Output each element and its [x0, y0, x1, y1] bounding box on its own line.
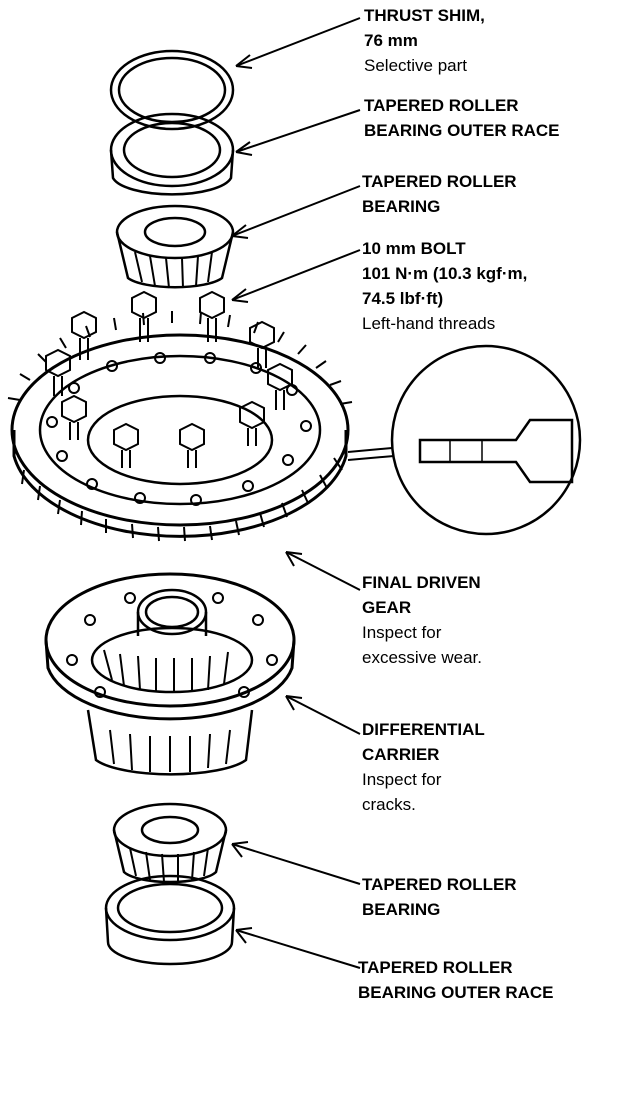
arrow-final-gear	[285, 551, 303, 567]
bearing-top-drawing	[115, 204, 235, 289]
leader-outer-race-bottom	[235, 929, 361, 969]
bolts-drawing	[45, 290, 293, 468]
outer-race-top-drawing	[109, 112, 235, 196]
leader-carrier	[285, 695, 361, 735]
callout-line: CARRIER	[362, 745, 440, 764]
callout-thrust-shim: THRUST SHIM, 76 mm Selective part	[364, 3, 485, 78]
callout-line: TAPERED ROLLER	[362, 172, 517, 191]
callout-line: BEARING	[362, 197, 441, 216]
callout-line: BEARING OUTER RACE	[358, 983, 554, 1002]
arrow-bearing-top	[231, 224, 249, 239]
leader-lines	[231, 17, 361, 969]
callout-line: BEARING	[362, 900, 441, 919]
callout-line: cracks.	[362, 795, 416, 814]
leader-bolt	[231, 249, 361, 301]
callout-line: 74.5 lbf·ft)	[362, 289, 444, 308]
callout-final-gear: FINAL DRIVEN GEAR Inspect for excessive …	[362, 570, 482, 670]
leader-thrust-shim	[235, 17, 361, 67]
callout-line: TAPERED ROLLER	[364, 96, 519, 115]
callout-line: Selective part	[364, 56, 467, 75]
callout-line: DIFFERENTIAL	[362, 720, 485, 739]
bearing-bottom-drawing	[112, 802, 228, 884]
callout-line: TAPERED ROLLER	[358, 958, 513, 977]
leader-bearing-bottom	[231, 843, 361, 885]
callout-line: 10 mm BOLT	[362, 239, 466, 258]
final-driven-gear-drawing	[7, 311, 353, 542]
callout-carrier: DIFFERENTIAL CARRIER Inspect for cracks.	[362, 717, 485, 817]
leader-outer-race-top	[235, 109, 361, 153]
callout-line: Left-hand threads	[362, 314, 496, 333]
callout-line: Inspect for	[362, 623, 442, 642]
callout-outer-race-bottom: TAPERED ROLLER BEARING OUTER RACE	[358, 955, 554, 1005]
callout-line: THRUST SHIM,	[364, 6, 485, 25]
arrow-outer-race-top	[235, 141, 253, 156]
callout-line: TAPERED ROLLER	[362, 875, 517, 894]
outer-race-bottom-drawing	[104, 874, 236, 966]
callout-outer-race-top: TAPERED ROLLER BEARING OUTER RACE	[364, 93, 560, 143]
callout-line: BEARING OUTER RACE	[364, 121, 560, 140]
arrow-thrust-shim	[235, 54, 253, 69]
callout-line: GEAR	[362, 598, 412, 617]
arrow-bearing-bottom	[231, 841, 249, 858]
arrow-outer-race-bottom	[235, 927, 253, 944]
callout-line: Inspect for	[362, 770, 442, 789]
callout-line: FINAL DRIVEN	[362, 573, 481, 592]
thrust-shim-drawing	[109, 49, 235, 131]
arrow-bolt	[231, 288, 249, 303]
differential-carrier-drawing	[44, 572, 296, 776]
callout-line: 76 mm	[364, 31, 418, 50]
detail-view-drawing	[347, 344, 582, 536]
leader-bearing-top	[231, 185, 361, 237]
callout-bearing-bottom: TAPERED ROLLER BEARING	[362, 872, 517, 922]
callout-bearing-top: TAPERED ROLLER BEARING	[362, 169, 517, 219]
callout-line: excessive wear.	[362, 648, 482, 667]
leader-final-gear	[285, 551, 361, 591]
arrow-carrier	[285, 695, 303, 711]
callout-line: 101 N·m (10.3 kgf·m,	[362, 264, 528, 283]
callout-bolt: 10 mm BOLT 101 N·m (10.3 kgf·m, 74.5 lbf…	[362, 236, 527, 336]
